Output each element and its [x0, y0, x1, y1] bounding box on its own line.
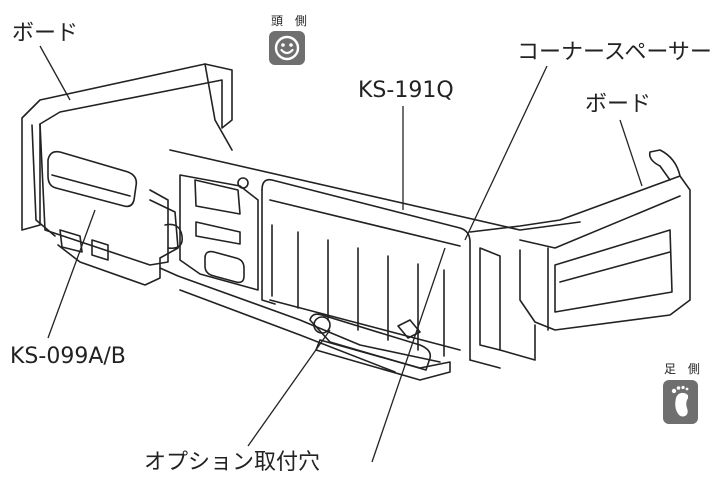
left-board-frame — [39, 123, 169, 266]
board-label-left: ボード — [12, 21, 79, 46]
model-label-ks191q: KS-191Q — [358, 78, 454, 103]
bed-frame — [169, 149, 581, 231]
right-board — [469, 175, 691, 331]
foot-side-badge — [663, 380, 698, 424]
head-side-label: 頭 側 — [271, 14, 311, 28]
ks-099-bracket — [57, 199, 179, 286]
corner-spacer-label: コーナースペーサー — [517, 40, 712, 65]
model-label-ks099ab: KS-099A/B — [10, 344, 126, 369]
board-label-right: ボード — [585, 92, 652, 117]
foot-side-label: 足 側 — [664, 362, 704, 376]
footprint-icon — [671, 385, 688, 417]
left-board — [21, 63, 233, 231]
option-hole-label: オプション取付穴 — [144, 450, 321, 475]
head-side-badge — [269, 31, 305, 65]
smiley-face-icon — [274, 35, 300, 61]
side-rail — [261, 178, 471, 361]
